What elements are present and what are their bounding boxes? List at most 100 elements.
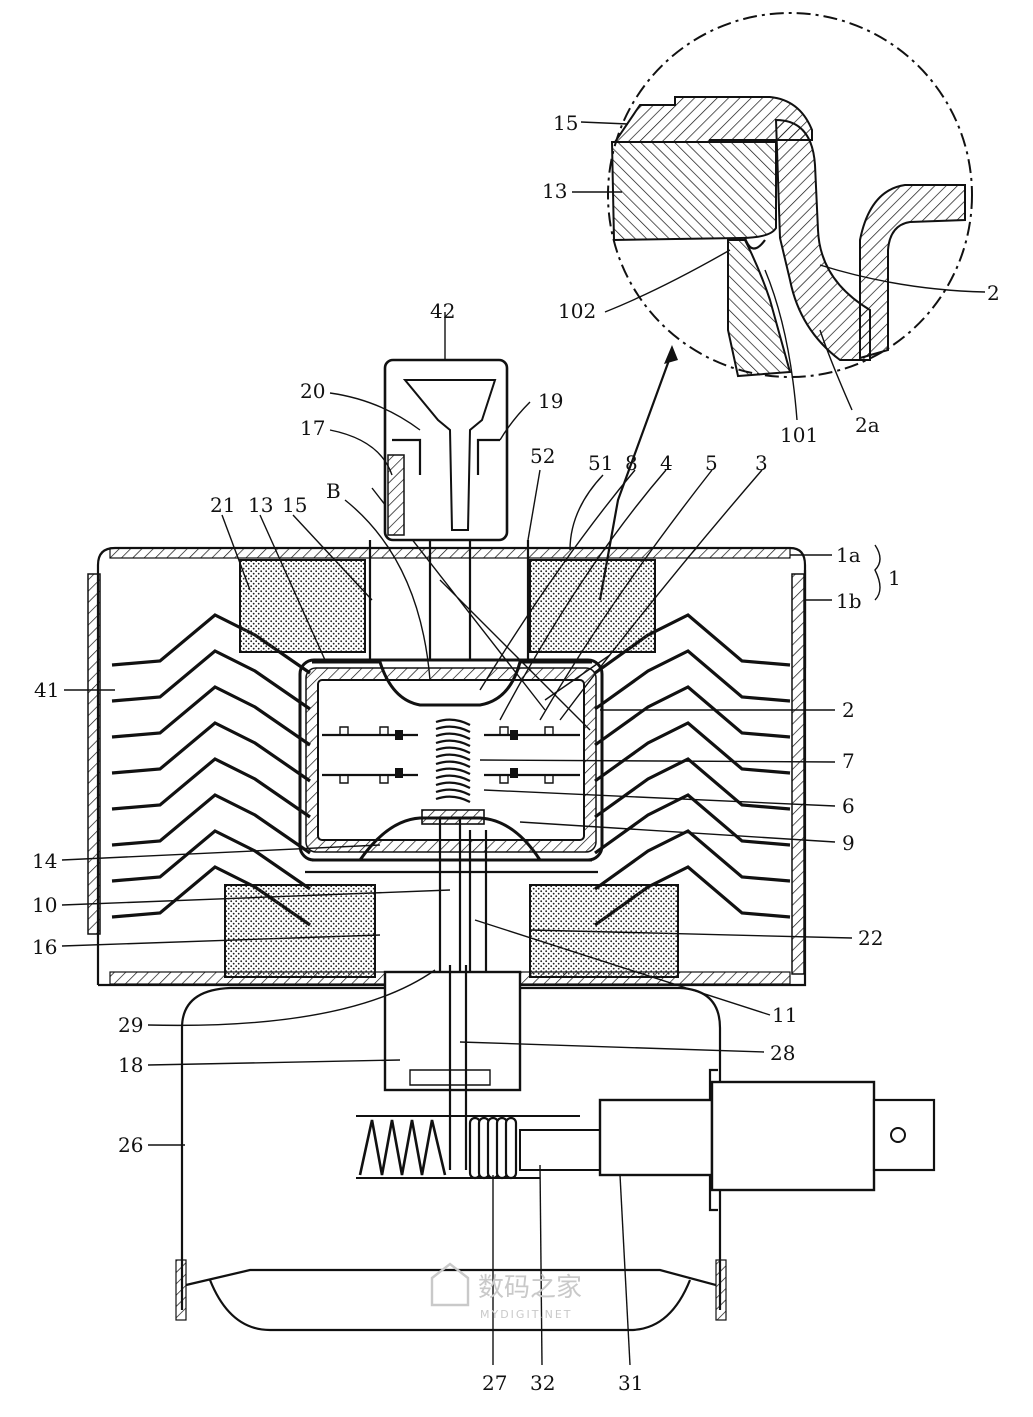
choke-frame	[356, 1115, 580, 1179]
terminal-block-18	[383, 970, 522, 1092]
filter-box	[175, 965, 936, 1332]
label-10: 10	[32, 893, 57, 917]
label-2a: 2a	[855, 413, 880, 437]
filament-turn	[435, 788, 471, 796]
detail-flange	[859, 184, 966, 360]
label-5: 5	[705, 451, 718, 475]
filter-box-base	[208, 1279, 692, 1332]
label-2-detail: 2	[987, 281, 1000, 305]
cooling-fin-right	[594, 793, 791, 855]
core-32	[519, 1129, 603, 1171]
label-1a: 1a	[836, 543, 861, 567]
label-7: 7	[842, 749, 855, 773]
filament-turn	[435, 767, 471, 775]
watermark: 数码之家 MYDIGIT.NET	[430, 1262, 582, 1321]
bracket-1	[874, 544, 881, 601]
cooling-fin-left	[111, 793, 311, 855]
label-16: 16	[32, 935, 57, 959]
magnet-upper-right	[529, 559, 656, 653]
magnet-lower-left-16	[224, 884, 376, 978]
label-29: 29	[118, 1013, 143, 1037]
cooling-fin-left	[111, 649, 311, 711]
leader-lines	[61, 121, 986, 1366]
choke-coil-27	[356, 1115, 580, 1180]
cooling-fin-right	[594, 721, 791, 783]
anode-body	[298, 658, 604, 874]
label-6: 6	[842, 794, 855, 818]
label-15: 15	[282, 493, 307, 517]
label-19: 19	[538, 389, 563, 413]
label-27: 27	[482, 1371, 507, 1395]
label-8: 8	[625, 451, 638, 475]
label-21: 21	[210, 493, 235, 517]
label-9: 9	[842, 831, 855, 855]
label-52: 52	[530, 444, 555, 468]
label-26: 26	[118, 1133, 143, 1157]
filament-turn	[435, 718, 471, 726]
label-41: 41	[34, 678, 59, 702]
filament-turn	[435, 781, 471, 789]
detail-part-13	[610, 141, 777, 242]
yoke-top-plate	[109, 547, 791, 559]
watermark-logo-icon	[430, 1262, 470, 1307]
yoke-right-wall-1b	[791, 573, 805, 975]
magnet-upper-left-21	[239, 559, 366, 653]
label-1b: 1b	[836, 589, 862, 613]
part-labels: 15 13 102 2 101 2a 42 20 19 17 52 51 8 4…	[32, 111, 1000, 1395]
detail-view	[598, 12, 973, 601]
detail-part-2	[774, 118, 871, 361]
cooling-fins-left	[111, 613, 311, 927]
label-1: 1	[888, 566, 901, 590]
label-31: 31	[618, 1371, 643, 1395]
label-13-detail: 13	[542, 179, 567, 203]
yoke-outline	[98, 570, 807, 987]
detail-circle	[607, 12, 973, 378]
cooling-fin-right	[594, 757, 791, 819]
antenna-seal-19	[392, 438, 500, 475]
terminal-rod-28	[448, 965, 468, 1170]
yoke-left-wall	[87, 573, 101, 935]
label-B: B	[326, 479, 341, 503]
label-20: 20	[300, 379, 325, 403]
label-14: 14	[32, 849, 57, 873]
label-51: 51	[588, 451, 613, 475]
choke-winding	[504, 1116, 518, 1180]
label-13: 13	[248, 493, 273, 517]
filament-turn	[435, 739, 471, 747]
antenna-lead-20	[402, 379, 497, 531]
label-22: 22	[858, 926, 883, 950]
detail-part-15	[613, 96, 813, 143]
label-32: 32	[530, 1371, 555, 1395]
output-antenna	[368, 358, 530, 660]
capacitor-31	[598, 1098, 714, 1177]
label-3: 3	[755, 451, 768, 475]
cathode-filament-coil	[435, 718, 471, 803]
label-28: 28	[770, 1041, 795, 1065]
detail-pointer-arrowhead	[664, 345, 678, 364]
filament-turn	[435, 753, 471, 761]
capacitor-body	[710, 1080, 876, 1192]
watermark-subtitle: MYDIGIT.NET	[480, 1308, 573, 1321]
label-15-detail: 15	[553, 111, 578, 135]
filament-turn	[435, 795, 471, 803]
antenna-sleeve-17	[387, 454, 405, 536]
watermark-title: 数码之家	[478, 1273, 582, 1303]
filament-leads	[438, 818, 488, 972]
label-17: 17	[300, 416, 325, 440]
cooling-fin-left	[111, 829, 311, 891]
label-11: 11	[772, 1003, 797, 1027]
detail-part-2a	[727, 239, 792, 378]
cooling-fin-right	[594, 649, 791, 711]
cooling-fin-left	[111, 721, 311, 783]
filament-turn	[435, 725, 471, 733]
filament-turn	[435, 732, 471, 740]
cooling-fin-left	[111, 757, 311, 819]
cooling-fin-right	[594, 685, 791, 747]
detail-bump-101	[743, 237, 766, 250]
filament-turn	[435, 774, 471, 782]
cooling-fins-right	[594, 613, 791, 927]
filament-turn	[435, 760, 471, 768]
pole-piece-upper	[312, 660, 592, 707]
label-2: 2	[842, 698, 855, 722]
